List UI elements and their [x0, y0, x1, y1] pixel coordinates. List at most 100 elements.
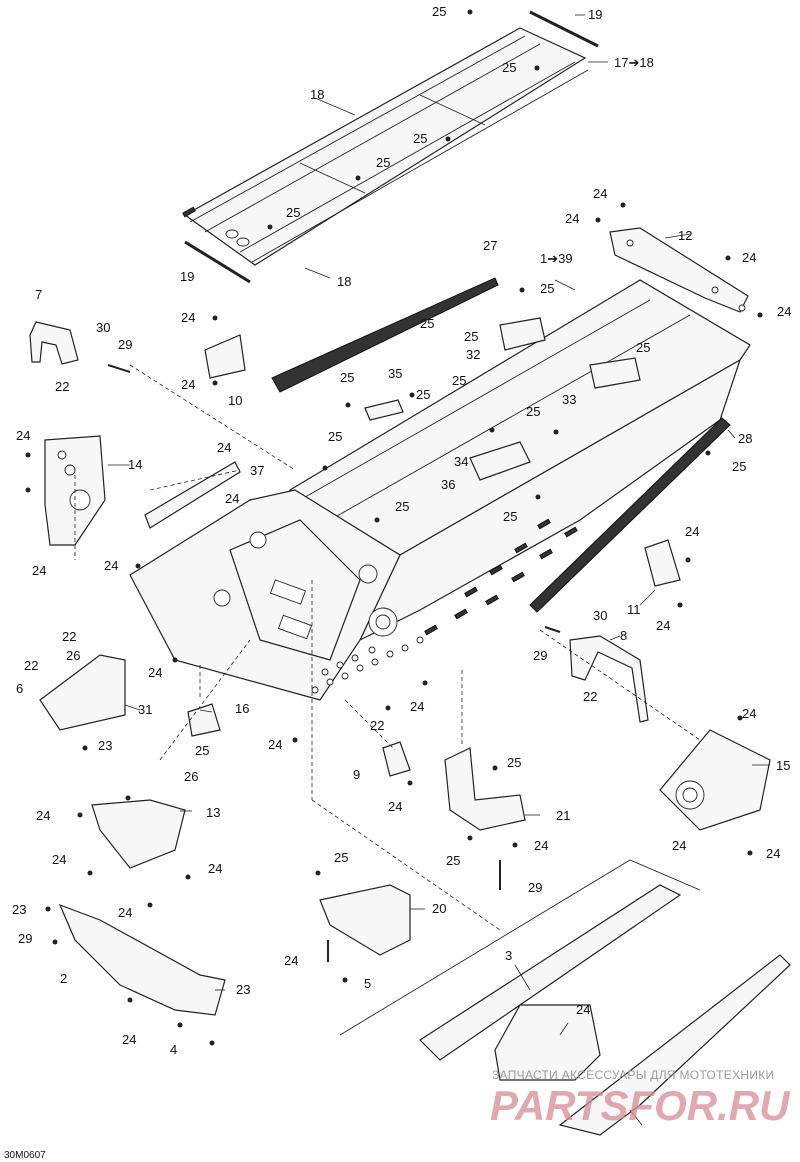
callout-label: 25 — [376, 155, 390, 170]
callout-label: 25 — [286, 205, 300, 220]
callout-label: 10 — [228, 393, 242, 408]
trim-strip-19-top — [529, 10, 599, 48]
plate-32 — [499, 317, 546, 351]
bracket-11 — [644, 539, 681, 587]
callout-label: 36 — [441, 477, 455, 492]
callout-label: 24 — [766, 846, 780, 861]
assembly-lines — [74, 364, 701, 1036]
callout-label: 24 — [104, 558, 118, 573]
callout-label: 24 — [685, 524, 699, 539]
callout-label: 22 — [55, 379, 69, 394]
bar-37 — [144, 461, 241, 529]
callout-label: 8 — [620, 628, 627, 643]
callout-label: 35 — [388, 366, 402, 381]
callout-label: 24 — [565, 211, 579, 226]
callout-label: 24 — [742, 706, 756, 721]
bracket-6 — [39, 654, 126, 731]
plate-34-36 — [469, 441, 531, 481]
callout-label: 29 — [118, 337, 132, 352]
slide-rail-27 — [271, 277, 499, 393]
cradle-2 — [494, 1004, 601, 1081]
callout-label: 1➔39 — [540, 251, 573, 266]
callout-label: 25 — [507, 755, 521, 770]
callout-label: 7 — [35, 287, 42, 302]
plate-33 — [589, 357, 641, 389]
reference-code: 30M0607 — [4, 1150, 46, 1161]
running-board-assembly — [182, 27, 589, 266]
callout-label: 25 — [340, 370, 354, 385]
watermark-tagline: ЗАПЧАСТИ АКСЕССУАРЫ ДЛЯ МОТОТЕХНИКИ — [492, 1068, 775, 1082]
callout-label: 18 — [337, 274, 351, 289]
bracket-13 — [91, 799, 186, 869]
bracket-21 — [444, 747, 526, 831]
callout-label: 24 — [388, 799, 402, 814]
callout-label: 25 — [464, 329, 478, 344]
bracket-10 — [204, 334, 246, 379]
callout-label: 11 — [627, 602, 641, 617]
callout-label: 3 — [505, 948, 512, 963]
callout-label: 2 — [60, 971, 67, 986]
callout-label: 19 — [180, 269, 194, 284]
rail-3 — [419, 884, 682, 1061]
watermark-logo: PARTSFOR.RU — [490, 1082, 791, 1129]
callout-label: 25 — [446, 853, 460, 868]
callout-label: 25 — [636, 340, 650, 355]
callout-label: 24 — [52, 852, 66, 867]
callout-label: 34 — [454, 454, 468, 469]
callout-label: 24 — [16, 428, 30, 443]
callout-label: 22 — [583, 689, 597, 704]
bracket-20 — [319, 884, 411, 956]
plate-35 — [364, 399, 404, 421]
callout-label: 19 — [588, 7, 602, 22]
callout-label: 22 — [24, 658, 38, 673]
bracket-9 — [382, 741, 411, 777]
callout-label: 15 — [776, 758, 790, 773]
slide-rail-28 — [529, 417, 731, 613]
callout-label: 16 — [235, 701, 249, 716]
callout-label: 24 — [656, 618, 670, 633]
callout-label: 26 — [66, 648, 80, 663]
callout-label: 30 — [593, 608, 607, 623]
callout-label: 30 — [96, 320, 110, 335]
callout-label: 25 — [526, 404, 540, 419]
callout-label: 24 — [284, 953, 298, 968]
callout-label: 29 — [533, 648, 547, 663]
callout-label: 24 — [36, 808, 50, 823]
callout-label: 25 — [503, 509, 517, 524]
callout-label: 29 — [18, 931, 32, 946]
callout-label: 6 — [16, 681, 23, 696]
callout-label: 24 — [217, 440, 231, 455]
callout-label: 14 — [128, 457, 142, 472]
callout-label: 25 — [416, 387, 430, 402]
callout-label: 27 — [483, 238, 497, 253]
callout-label: 21 — [556, 808, 570, 823]
callout-label: 26 — [184, 769, 198, 784]
callout-label: 25 — [540, 281, 554, 296]
callout-label: 37 — [250, 463, 264, 478]
bracket-16 — [187, 703, 221, 737]
callout-label: 25 — [195, 743, 209, 758]
callout-label: 25 — [334, 850, 348, 865]
callout-label: 24 — [593, 186, 607, 201]
callout-label: 24 — [181, 377, 195, 392]
callout-label: 25 — [732, 459, 746, 474]
leader-lines — [108, 14, 770, 1126]
callout-label: 12 — [678, 228, 692, 243]
callout-label: 25 — [420, 316, 434, 331]
callout-label: 23 — [236, 982, 250, 997]
callout-label: 24 — [122, 1032, 136, 1047]
callout-label: 24 — [410, 699, 424, 714]
callout-label: 24 — [268, 737, 282, 752]
callout-label: 24 — [32, 563, 46, 578]
callout-label: 22 — [370, 718, 384, 733]
callout-label: 13 — [206, 805, 220, 820]
callout-label: 25 — [413, 131, 427, 146]
callout-label: 24 — [777, 304, 791, 319]
plate-15 — [659, 729, 771, 831]
callout-label: 24 — [672, 838, 686, 853]
callout-label: 24 — [181, 310, 195, 325]
bracket-5 — [58, 903, 226, 1016]
bracket-7 — [29, 321, 79, 365]
trim-strip-19-bottom — [184, 240, 251, 284]
